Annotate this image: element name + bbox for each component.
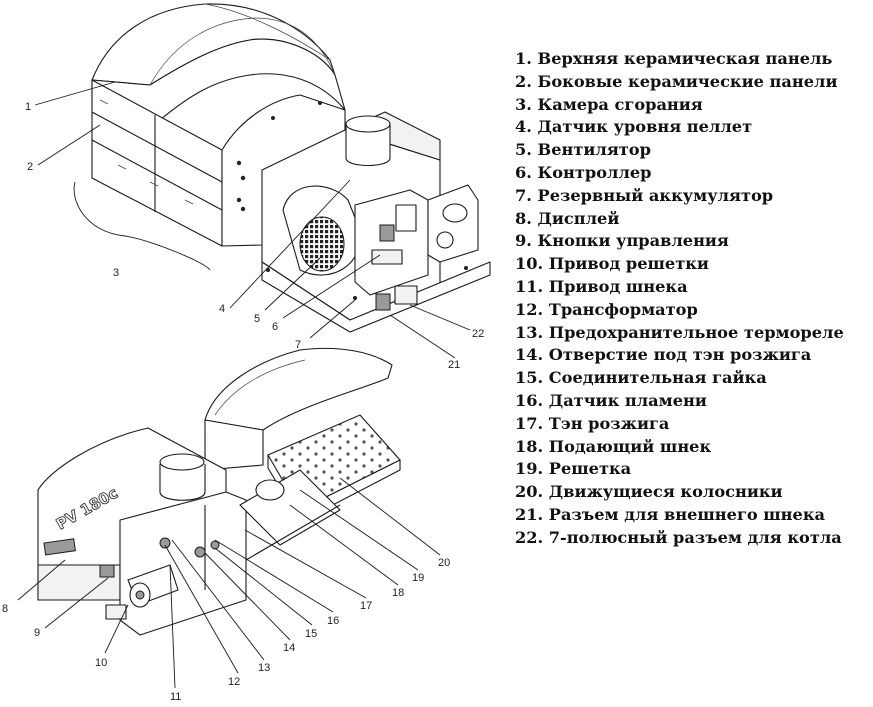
legend-item: 6. Контроллер xyxy=(515,162,652,182)
legend-item: 22. 7-полюсный разъем для котла xyxy=(515,527,842,547)
callout-2: 2 xyxy=(27,161,33,173)
legend-item: 1. Верхняя керамическая панель xyxy=(515,49,833,68)
callout-19: 19 xyxy=(412,572,424,584)
legend-item: 10. Привод решетки xyxy=(515,254,709,274)
legend-item: 9. Кнопки управления xyxy=(515,231,729,251)
legend-item: 21. Разъем для внешнего шнека xyxy=(515,504,826,524)
legend-item: 19. Решетка xyxy=(515,459,632,479)
callout-1: 1 xyxy=(25,101,31,113)
callout-8: 8 xyxy=(2,603,8,615)
lower-burner-view: PV 180c xyxy=(37,347,401,636)
callout-17: 17 xyxy=(360,600,372,612)
callout-16: 16 xyxy=(327,615,339,627)
legend-item: 16. Датчик пламени xyxy=(515,390,707,410)
legend-item: 5. Вентилятор xyxy=(515,140,651,160)
upper-burner-view xyxy=(91,3,491,333)
legend-item: 8. Дисплей xyxy=(515,208,620,228)
legend-item: 11. Привод шнека xyxy=(515,276,688,296)
callout-numbers: 1 2 3 4 5 6 7 22 21 8 9 10 11 12 13 14 1… xyxy=(2,101,484,703)
legend-item: 18. Подающий шнек xyxy=(515,436,712,456)
callout-3: 3 xyxy=(113,267,119,279)
callout-4: 4 xyxy=(219,303,225,315)
legend-item: 20. Движущиеся колосники xyxy=(515,482,783,502)
legend-item: 14. Отверстие под тэн розжига xyxy=(515,345,812,365)
callout-5: 5 xyxy=(254,313,260,325)
legend-item: 12. Трансформатор xyxy=(515,299,698,319)
callout-15: 15 xyxy=(305,628,317,640)
callout-20: 20 xyxy=(438,557,450,569)
legend-item: 13. Предохранительное термореле xyxy=(515,322,844,342)
callout-11: 11 xyxy=(170,691,181,703)
callout-12: 12 xyxy=(228,676,240,688)
legend-item: 15. Соединительная гайка xyxy=(515,368,767,388)
callout-18: 18 xyxy=(392,587,404,599)
leader-lines xyxy=(17,81,471,689)
callout-10: 10 xyxy=(95,657,107,669)
legend-item: 3. Камера сгорания xyxy=(515,94,703,114)
legend-item: 7. Резервный аккумулятор xyxy=(515,185,774,205)
callout-14: 14 xyxy=(283,642,295,654)
callout-22: 22 xyxy=(472,328,484,340)
callout-7: 7 xyxy=(295,339,301,351)
callout-21: 21 xyxy=(448,359,460,371)
legend-item: 4. Датчик уровня пеллет xyxy=(515,117,753,137)
callout-6: 6 xyxy=(272,321,278,333)
legend-item: 17. Тэн розжига xyxy=(515,413,670,433)
parts-legend: 1. Верхняя керамическая панель 2. Боковы… xyxy=(515,48,870,550)
callout-13: 13 xyxy=(258,662,270,674)
legend-item: 2. Боковые керамические панели xyxy=(515,71,838,91)
callout-9: 9 xyxy=(34,627,40,639)
